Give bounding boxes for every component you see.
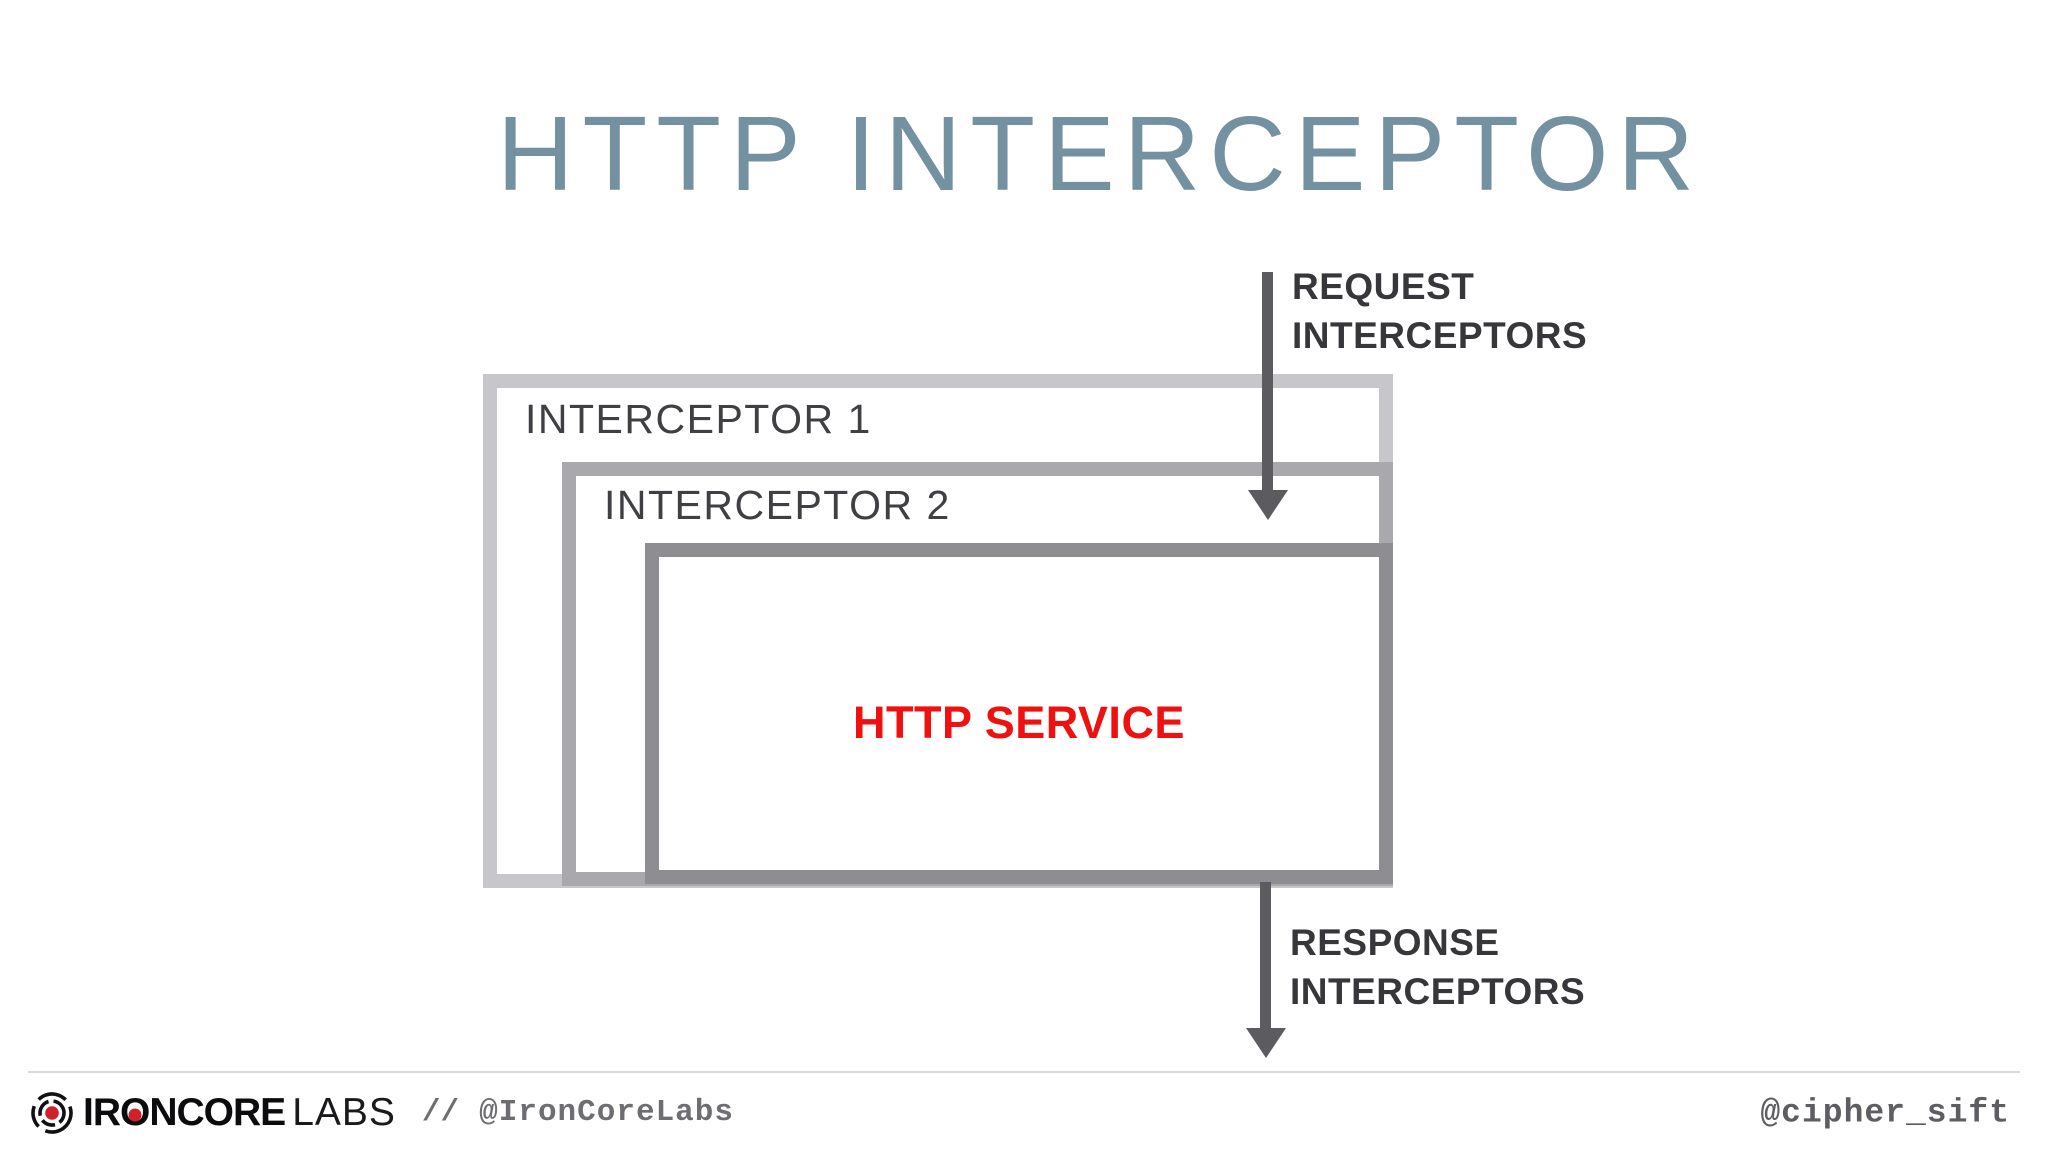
request-arrow-shaft: [1262, 272, 1273, 492]
brand-wordmark: IRONCORELABS: [83, 1091, 396, 1135]
response-arrow-shaft: [1260, 882, 1271, 1028]
footer-separator: //: [421, 1095, 460, 1130]
response-interceptors-label: RESPONSE INTERCEPTORS: [1290, 918, 1585, 1016]
brand-o: O: [120, 1091, 150, 1135]
footer-brand-group: IRONCORELABS // @IronCoreLabs: [30, 1091, 734, 1135]
brand-ir: IR: [83, 1090, 121, 1134]
ironcorelabs-handle: @IronCoreLabs: [479, 1095, 734, 1130]
slide-title: HTTP INTERCEPTOR: [496, 95, 1704, 213]
http-service-box: [645, 543, 1393, 884]
response-label-line1: RESPONSE: [1290, 922, 1500, 963]
footer-divider: [28, 1071, 2020, 1073]
cipher-sift-handle: @cipher_sift: [1760, 1094, 2010, 1131]
footer-right-group: @cipher_sift: [1760, 1094, 2010, 1131]
response-label-line2: INTERCEPTORS: [1290, 971, 1586, 1012]
interceptor2-label: INTERCEPTOR 2: [604, 482, 951, 528]
interceptor1-label: INTERCEPTOR 1: [525, 396, 872, 442]
response-arrow-head-icon: [1246, 1028, 1286, 1058]
request-label-line1: REQUEST: [1292, 266, 1475, 307]
request-interceptors-label: REQUEST INTERCEPTORS: [1292, 262, 1587, 360]
http-service-label: HTTP SERVICE: [853, 697, 1185, 748]
request-arrow-head-icon: [1248, 490, 1288, 520]
brand-o-red-dot-icon: [128, 1108, 142, 1122]
brand-ncore: NCORE: [149, 1090, 286, 1134]
request-label-line2: INTERCEPTORS: [1292, 315, 1588, 356]
brand-labs: LABS: [292, 1090, 396, 1134]
brand-ironcore: IRONCORE: [83, 1090, 286, 1135]
ironcore-target-logo-icon: [31, 1091, 73, 1134]
footer: IRONCORELABS // @IronCoreLabs @cipher_si…: [0, 1073, 2048, 1152]
